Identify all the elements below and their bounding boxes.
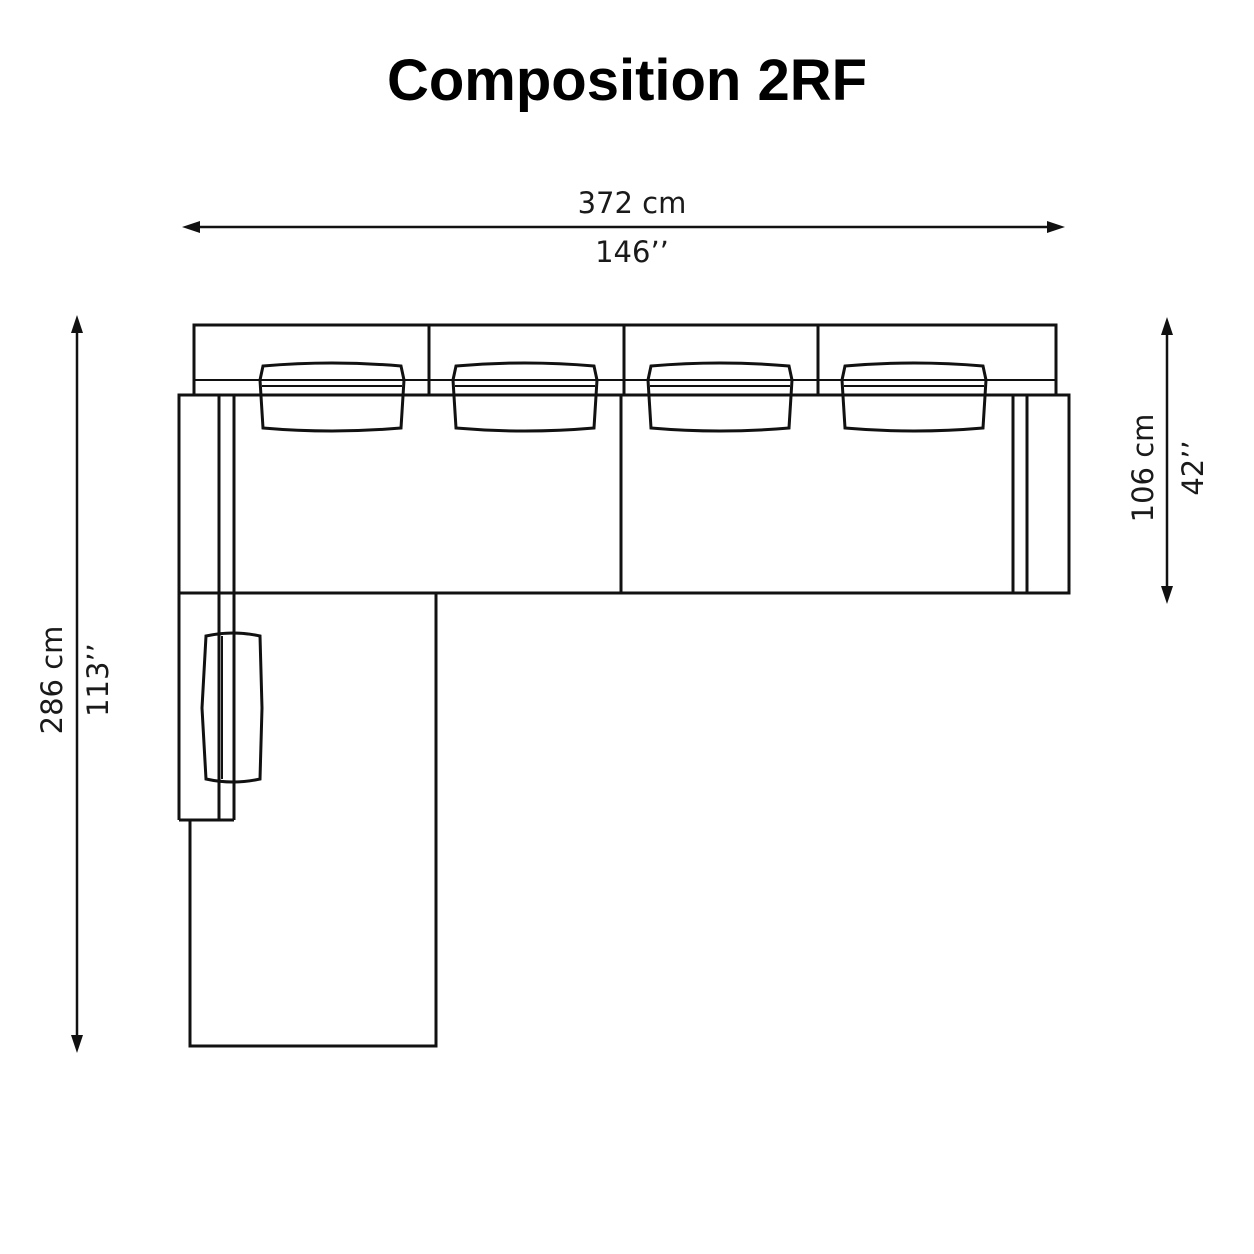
side-cushion — [200, 631, 264, 784]
width-dimension: 372 cm 146’’ — [182, 186, 1065, 269]
total-depth-cm-label: 286 cm — [35, 626, 69, 735]
total-depth-inch-label: 113’’ — [81, 643, 115, 717]
arrow-up-icon — [1161, 317, 1173, 335]
back-cushion — [451, 361, 599, 433]
right-depth-cm-label: 106 cm — [1126, 414, 1160, 523]
back-cushion — [258, 361, 406, 433]
arrow-left-icon — [182, 221, 200, 233]
back-cushion — [646, 361, 794, 433]
total-depth-dimension: 286 cm 113’’ — [35, 315, 115, 1053]
arrow-down-icon — [71, 1035, 83, 1053]
main-seat — [177, 393, 1071, 595]
arrow-down-icon — [1161, 586, 1173, 604]
arrow-right-icon — [1047, 221, 1065, 233]
sofa-plan — [177, 323, 1071, 1048]
chaise-seat — [188, 593, 438, 1048]
width-cm-label: 372 cm — [578, 186, 687, 220]
back-cushion — [840, 361, 988, 433]
right-depth-inch-label: 42’’ — [1176, 440, 1210, 495]
right-depth-dimension: 106 cm 42’’ — [1126, 317, 1210, 604]
width-inch-label: 146’’ — [595, 235, 669, 269]
arrow-up-icon — [71, 315, 83, 333]
diagram-title: Composition 2RF — [387, 48, 867, 113]
